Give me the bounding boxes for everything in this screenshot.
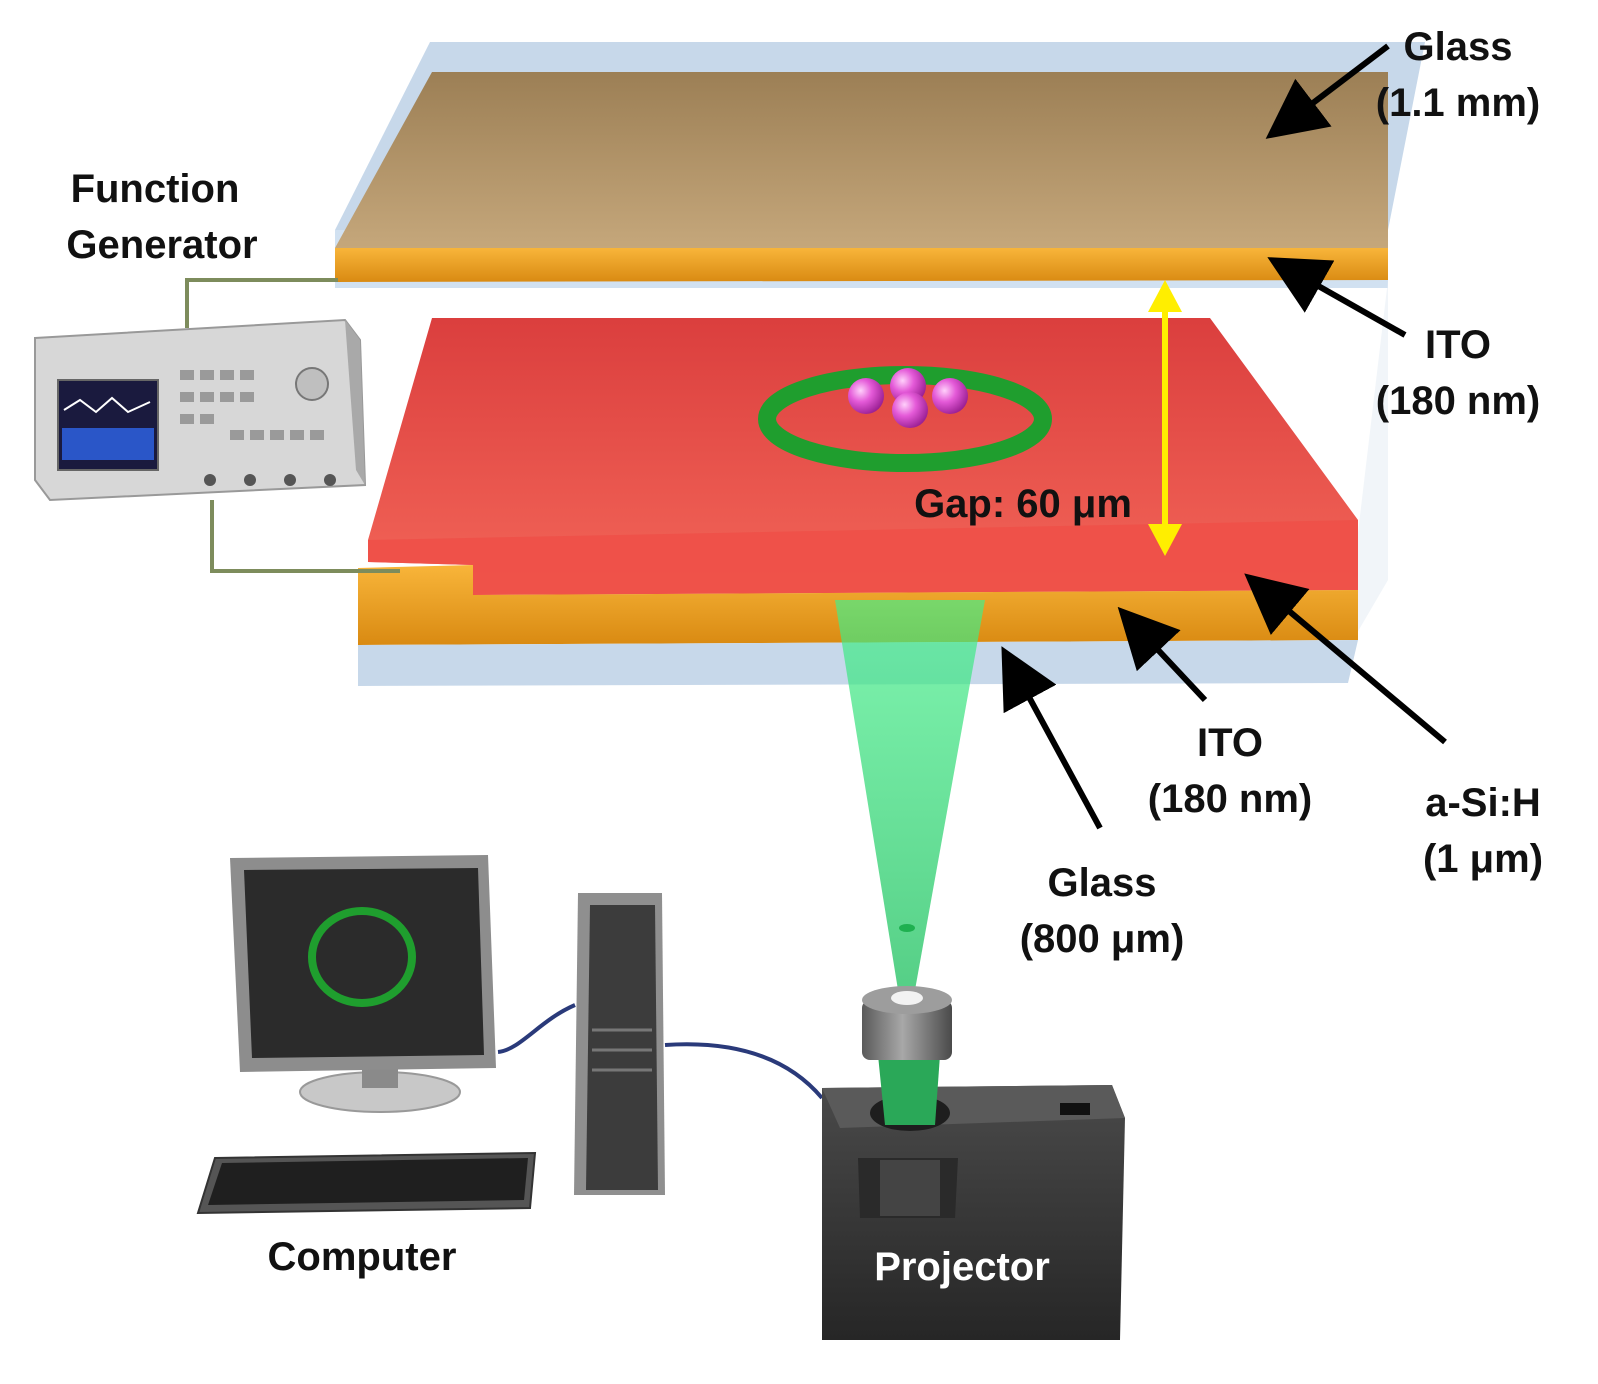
label-ito-top-value: (180 nm) bbox=[1376, 379, 1541, 423]
label-asih-name: a-Si:H bbox=[1425, 781, 1541, 825]
microparticle bbox=[932, 378, 968, 414]
label-ito-bottom-value: (180 nm) bbox=[1148, 777, 1313, 821]
microparticle bbox=[892, 392, 928, 428]
top-ito-layer bbox=[335, 248, 1388, 282]
gap-arrow bbox=[1148, 280, 1182, 556]
label-function-generator-line1: Function bbox=[71, 167, 240, 211]
arrow-ito-top bbox=[1267, 257, 1407, 338]
microparticles bbox=[848, 368, 968, 428]
label-glass-top-value: (1.1 mm) bbox=[1376, 81, 1541, 125]
arrow-ito-bottom bbox=[1117, 606, 1208, 703]
label-ito-top-name: ITO bbox=[1425, 323, 1491, 367]
pointer-arrows bbox=[1001, 43, 1447, 830]
arrow-glass-bottom bbox=[1001, 646, 1103, 830]
arrow-glass-top bbox=[1265, 43, 1390, 139]
label-glass-bottom-value: (800 μm) bbox=[1020, 917, 1185, 961]
pc-tower-icon bbox=[497, 893, 824, 1195]
label-glass-top-name: Glass bbox=[1404, 25, 1513, 69]
projector-icon bbox=[822, 1085, 1125, 1340]
label-asih-value: (1 μm) bbox=[1423, 837, 1543, 881]
label-glass-bottom-name: Glass bbox=[1048, 861, 1157, 905]
projected-light-beam bbox=[835, 600, 985, 990]
label-computer: Computer bbox=[268, 1235, 457, 1279]
label-function-generator-line2: Generator bbox=[66, 223, 257, 267]
monitor-icon bbox=[230, 855, 496, 1113]
label-gap: Gap: 60 μm bbox=[914, 482, 1132, 526]
objective-lens-icon bbox=[862, 986, 952, 1125]
top-ito-surface bbox=[335, 72, 1388, 248]
label-ito-bottom-name: ITO bbox=[1197, 721, 1263, 765]
keyboard-icon bbox=[196, 1151, 537, 1215]
function-generator-icon bbox=[34, 278, 400, 573]
microparticle bbox=[848, 378, 884, 414]
label-projector: Projector bbox=[874, 1245, 1050, 1289]
arrow-asih bbox=[1244, 573, 1447, 745]
gap-volume bbox=[1350, 280, 1388, 645]
